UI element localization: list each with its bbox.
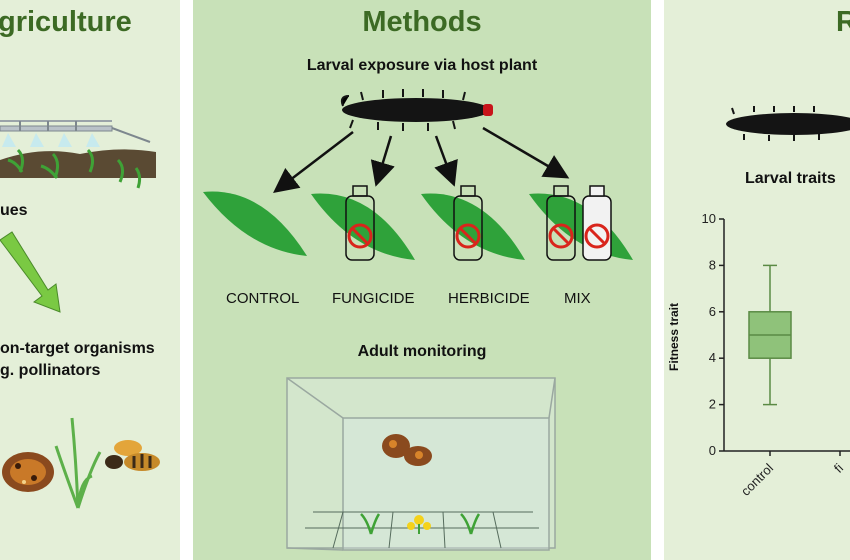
methods-subtitle: Larval exposure via host plant: [306, 57, 538, 74]
x-tick-label: fi: [831, 460, 846, 475]
herbicide-can-icon: [453, 185, 483, 261]
leaf-mix-icon: [529, 193, 633, 260]
leaf-control-icon: [203, 191, 307, 256]
mix-can-1-icon: [546, 185, 576, 261]
y-tick-label: 0: [709, 443, 716, 458]
results-title: R: [836, 6, 850, 38]
treatment-label-herbicide: HERBICIDE: [448, 290, 530, 307]
y-tick-label: 10: [702, 211, 716, 226]
bee-icon: [105, 440, 160, 471]
arrow-down-right-icon: [0, 231, 61, 313]
methods-title: Methods: [362, 6, 482, 38]
mix-can-2-icon: [582, 185, 612, 261]
methods-illustration: [203, 89, 633, 551]
x-tick-label: control: [738, 460, 776, 498]
y-tick-label: 4: [709, 350, 716, 365]
agriculture-panel: griculture: [0, 0, 180, 560]
agriculture-line-1: ues: [0, 202, 28, 219]
sprayer-icon: [0, 120, 151, 147]
results-panel: R Larval traits 0 2 4 6 8 10 control fi Fitness…: [664, 0, 850, 560]
adult-butterfly-icon: [382, 434, 432, 466]
butterfly-icon: [2, 452, 54, 492]
methods-panel: Methods Larval exposure via host plant: [193, 0, 651, 560]
field-soil-icon: [0, 148, 156, 189]
results-subtitle: Larval traits: [745, 170, 836, 187]
y-tick-label: 8: [709, 257, 716, 272]
exposure-arrows: [273, 126, 570, 194]
treatment-label-control: CONTROL: [226, 290, 300, 307]
y-axis-label: Fitness trait: [667, 302, 682, 372]
caterpillar-icon: [340, 89, 493, 131]
agriculture-line-2: on-target organisms: [0, 340, 155, 357]
flowers-icon: [360, 513, 481, 535]
results-caterpillar-icon: [726, 106, 850, 141]
box-plot: 0 2 4 6 8 10 control fi: [702, 211, 850, 499]
agriculture-illustration: [0, 120, 160, 509]
plant-icon: [54, 417, 102, 509]
agriculture-line-3: g. pollinators: [0, 362, 101, 379]
results-illustration: 0 2 4 6 8 10 control fi: [702, 106, 850, 499]
monitoring-title: Adult monitoring: [357, 343, 487, 360]
treatment-label-fungicide: FUNGICIDE: [332, 290, 415, 307]
y-tick-label: 2: [709, 397, 716, 412]
y-tick-label: 6: [709, 304, 716, 319]
agriculture-title: griculture: [0, 6, 132, 38]
fungicide-can-icon: [345, 185, 375, 261]
treatment-label-mix: MIX: [564, 290, 591, 307]
